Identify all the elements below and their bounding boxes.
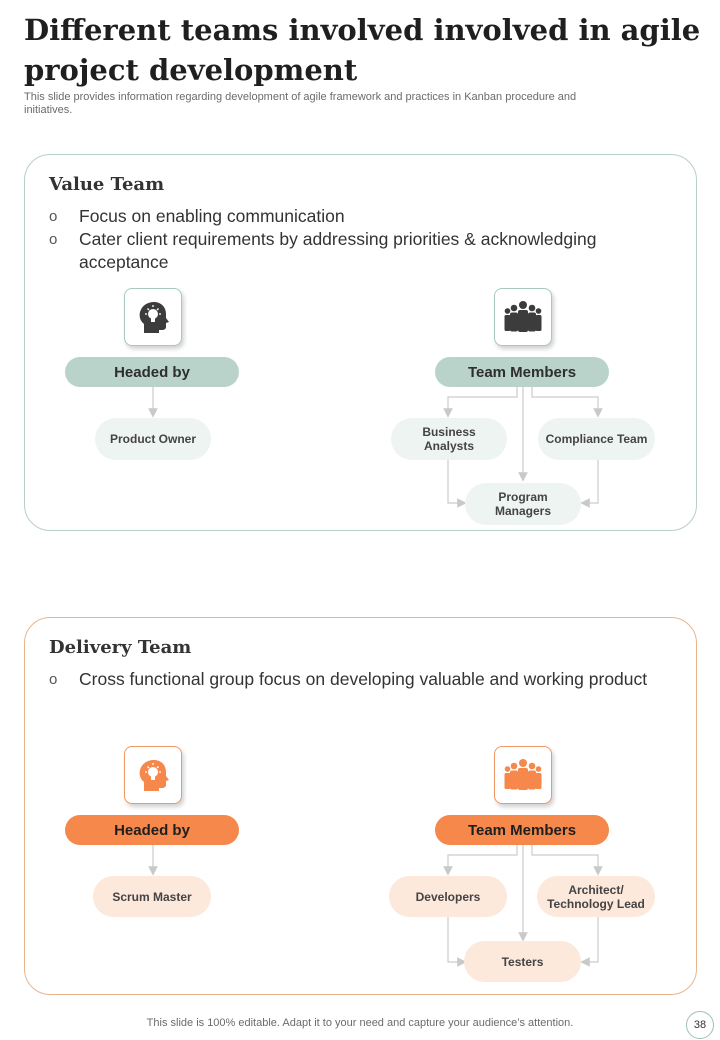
- bullet-item: Cater client requirements by addressing …: [49, 228, 669, 274]
- team-group-icon: [494, 746, 552, 804]
- page-title: Different teams involved involved in agi…: [24, 13, 701, 87]
- value-team-bullets: Focus on enabling communication Cater cl…: [49, 205, 669, 274]
- delivery-team-card: Delivery Team Cross functional group foc…: [24, 617, 697, 995]
- bullet-item: Cross functional group focus on developi…: [49, 668, 669, 691]
- bullet-item: Focus on enabling communication: [49, 205, 669, 228]
- page-subtitle: This slide provides information regardin…: [24, 91, 577, 116]
- team-group-icon: [494, 288, 552, 346]
- team-members-label: Team Members: [435, 815, 609, 845]
- head-lightbulb-icon: [124, 746, 182, 804]
- head-lightbulb-icon: [124, 288, 182, 346]
- head-node: Product Owner: [95, 418, 211, 460]
- member-node: Business Analysts: [391, 418, 507, 460]
- delivery-team-bullets: Cross functional group focus on developi…: [49, 668, 669, 691]
- member-node: Compliance Team: [538, 418, 655, 460]
- team-members-label: Team Members: [435, 357, 609, 387]
- member-node: Architect/ Technology Lead: [537, 876, 655, 917]
- value-team-title: Value Team: [49, 174, 165, 195]
- delivery-team-connectors: [148, 845, 603, 967]
- value-team-card: Value Team Focus on enabling communicati…: [24, 154, 697, 531]
- value-team-connectors: [148, 387, 603, 508]
- head-node: Scrum Master: [93, 876, 211, 917]
- footer-note: This slide is 100% editable. Adapt it to…: [146, 1017, 574, 1029]
- delivery-team-title: Delivery Team: [49, 637, 192, 658]
- member-node: Developers: [389, 876, 507, 917]
- member-node: Program Managers: [465, 483, 581, 525]
- member-node: Testers: [464, 941, 581, 982]
- headed-by-label: Headed by: [65, 357, 239, 387]
- page-number: 38: [686, 1011, 714, 1039]
- headed-by-label: Headed by: [65, 815, 239, 845]
